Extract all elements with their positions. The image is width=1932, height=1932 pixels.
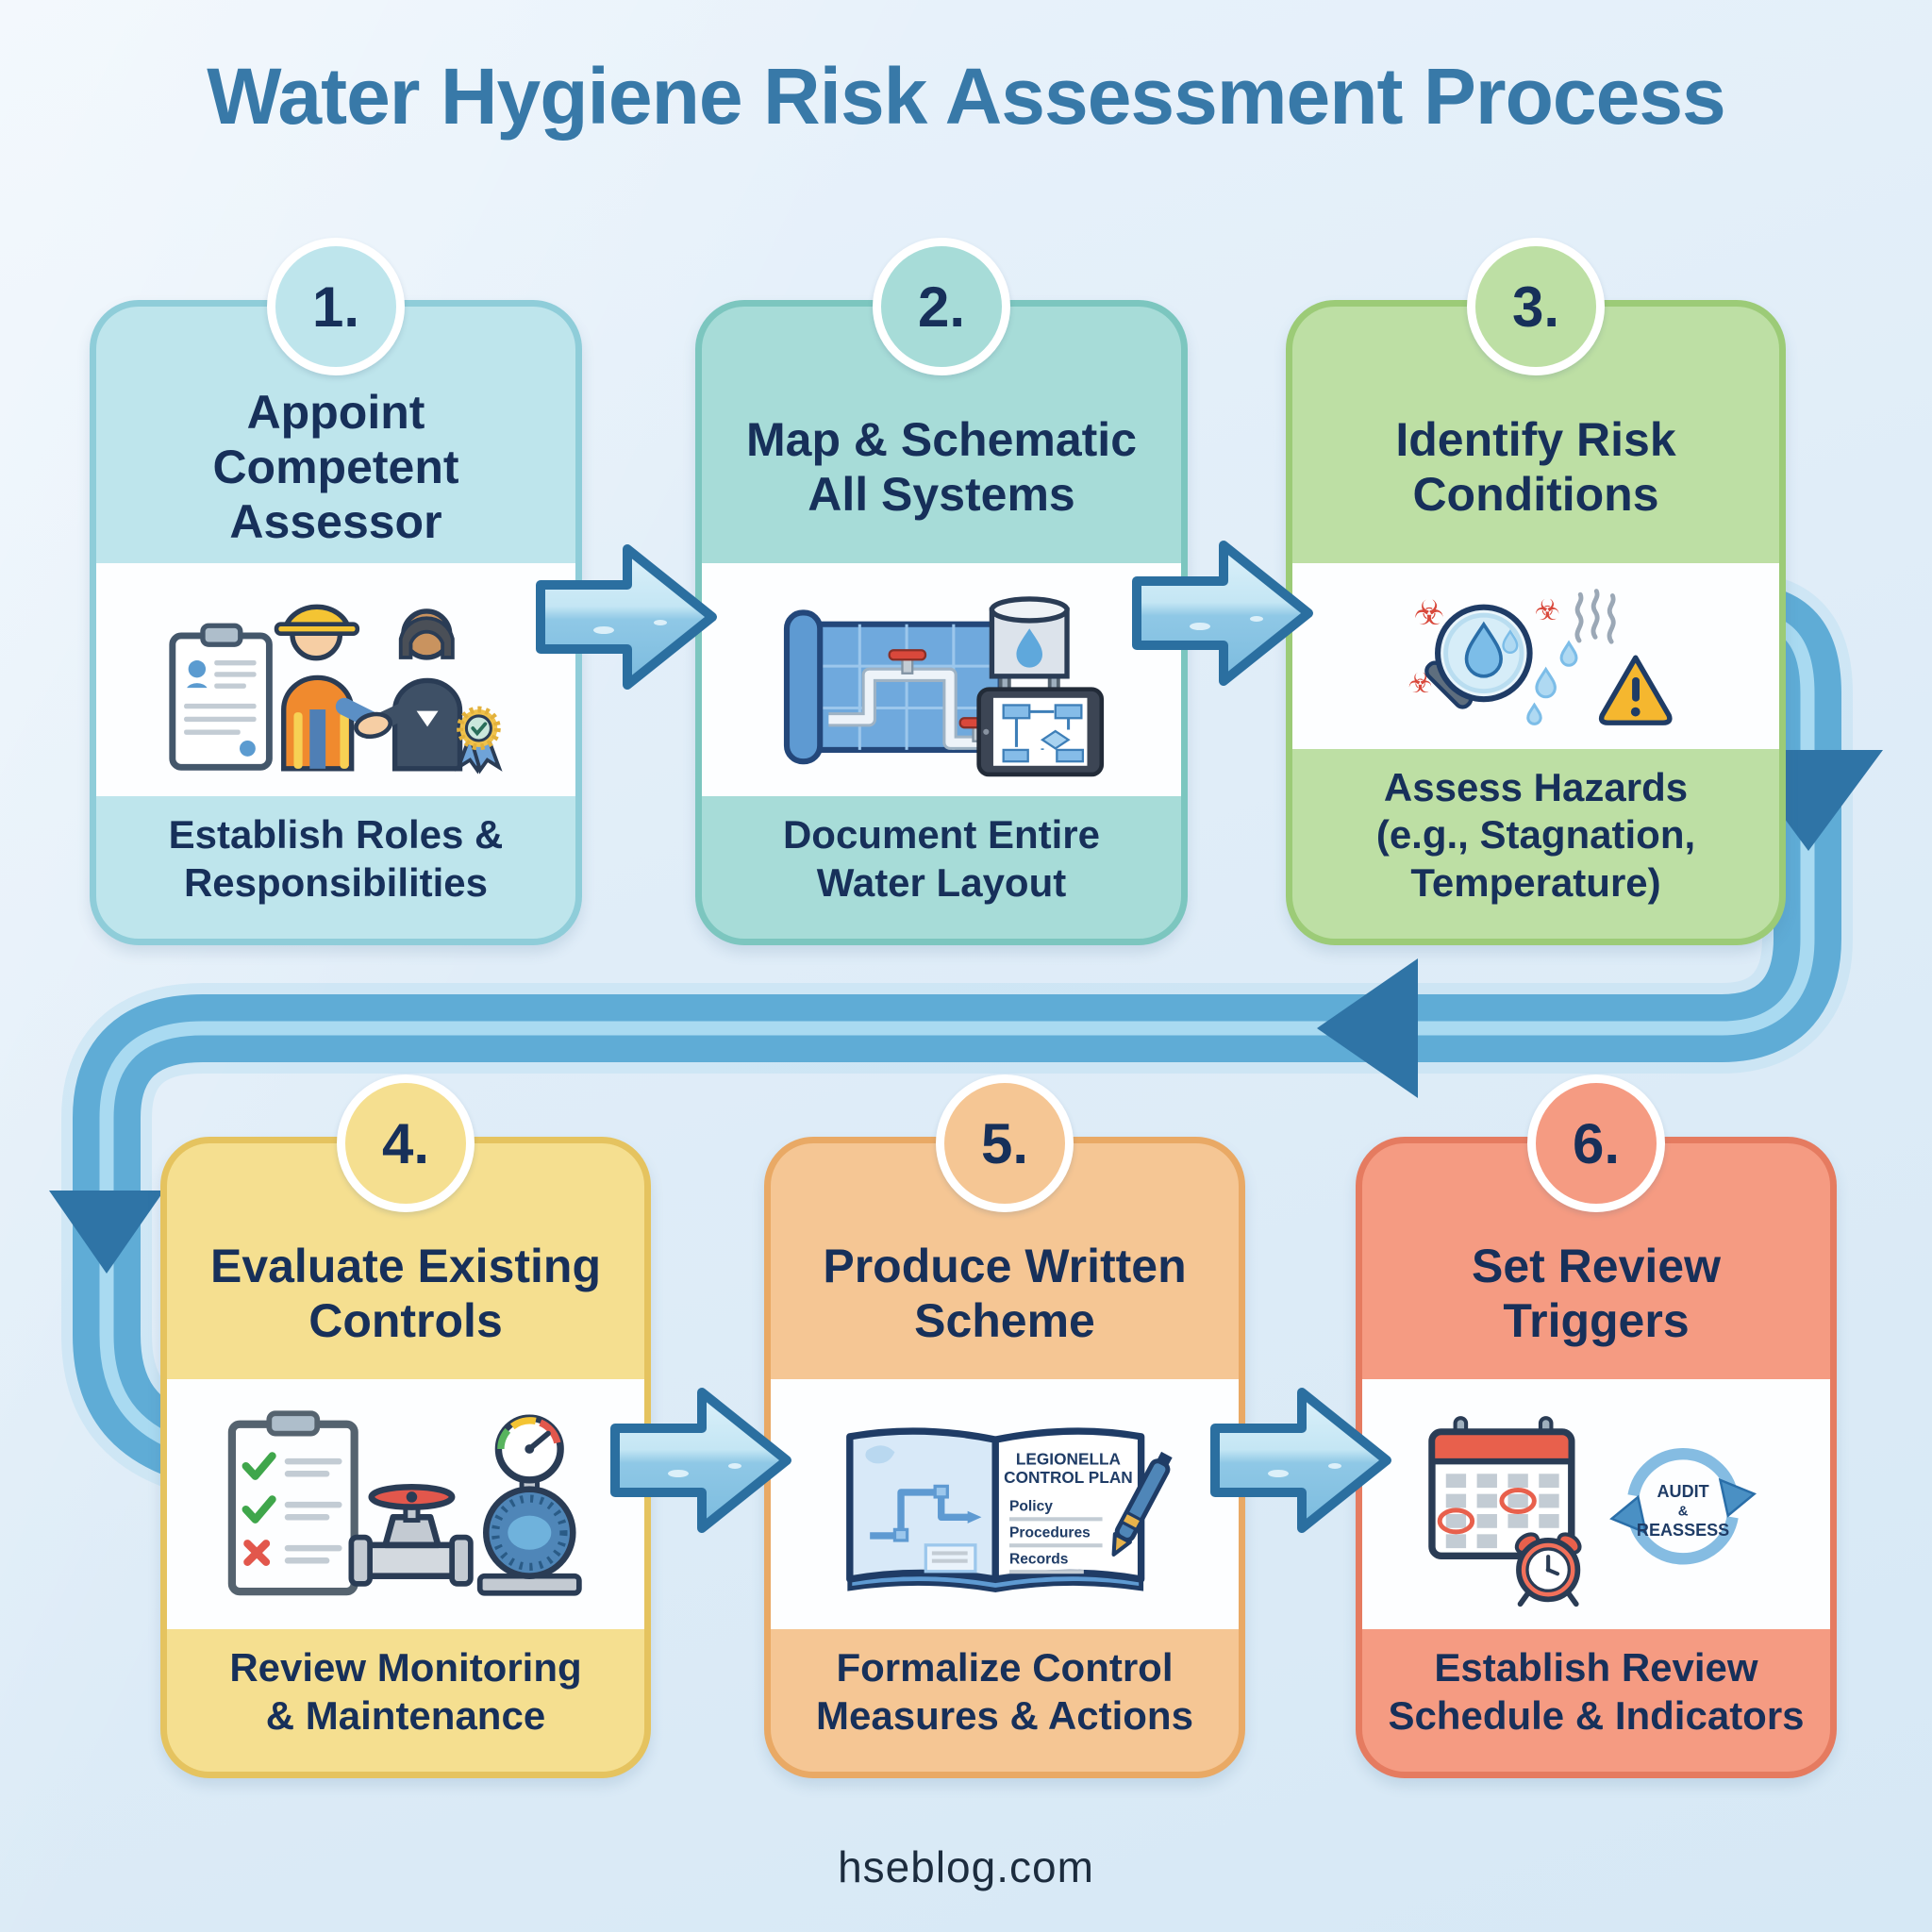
clipboard-icon [169,623,274,771]
audit-cycle-icon: AUDIT & REASSESS [1609,1448,1757,1565]
steam-icon [1574,589,1616,644]
warning-triangle-icon [1599,655,1673,725]
step-caption: Establish Roles &Responsibilities [168,812,504,905]
flow-band-highlight [99,610,1815,1477]
handshake-icon [354,711,393,739]
checklist-icon [227,1410,358,1596]
water-tank-icon [989,596,1070,697]
page-title: Water Hygiene Risk Assessment Process [207,52,1726,141]
step-illustration [96,563,575,797]
step-number-badge: 5. [936,1074,1074,1212]
pump-gauge-icon [476,1414,582,1596]
blueprint-icon [784,609,1004,765]
assessor-figure [367,608,463,772]
step-caption: Review Monitoring& Maintenance [229,1645,582,1738]
step-number-badge: 4. [337,1074,475,1212]
book-item: Procedures [1009,1525,1091,1541]
step-illustration: LEGIONELLA CONTROL PLAN Policy Procedure… [771,1379,1239,1630]
step-caption: Assess Hazards(e.g., Stagnation,Temperat… [1375,764,1696,905]
step-illustration [167,1379,644,1630]
worker-figure [274,604,382,772]
step-number-badge: 3. [1467,238,1605,375]
step-illustration: ☣ ☣ ☣ [1292,563,1779,749]
book-item: Records [1009,1552,1069,1568]
book-item: Policy [1009,1499,1053,1515]
alarm-clock-icon [1514,1532,1582,1607]
step-number-badge: 6. [1527,1074,1665,1212]
calendar-icon [1428,1416,1575,1560]
step-illustration [702,563,1181,797]
magnifier-water-icon [1424,604,1533,709]
arrowhead-left-icon [1317,958,1418,1098]
control-plan-book-icon: LEGIONELLA CONTROL PLAN Policy Procedure… [846,1427,1145,1593]
rosette-badge-icon [455,706,503,774]
biohazard-icon: ☣ [1535,594,1560,627]
book-heading-line: CONTROL PLAN [1004,1468,1133,1487]
cycle-text-line: & [1678,1505,1689,1520]
arrowhead-down-left-icon [49,1191,164,1274]
book-heading-line: LEGIONELLA [1016,1450,1121,1469]
step-number-badge: 2. [873,238,1010,375]
cycle-text-line: REASSESS [1637,1521,1729,1540]
biohazard-icon: ☣ [1414,592,1445,633]
pen-icon [1111,1452,1173,1557]
step-number-badge: 1. [267,238,405,375]
water-droplet-icon [1526,640,1578,725]
valve-icon [348,1484,474,1588]
cycle-text-line: AUDIT [1657,1482,1708,1501]
step-illustration: AUDIT & REASSESS [1362,1379,1830,1630]
tablet-flowchart-icon [976,687,1105,777]
footer-watermark: hseblog.com [838,1842,1094,1891]
